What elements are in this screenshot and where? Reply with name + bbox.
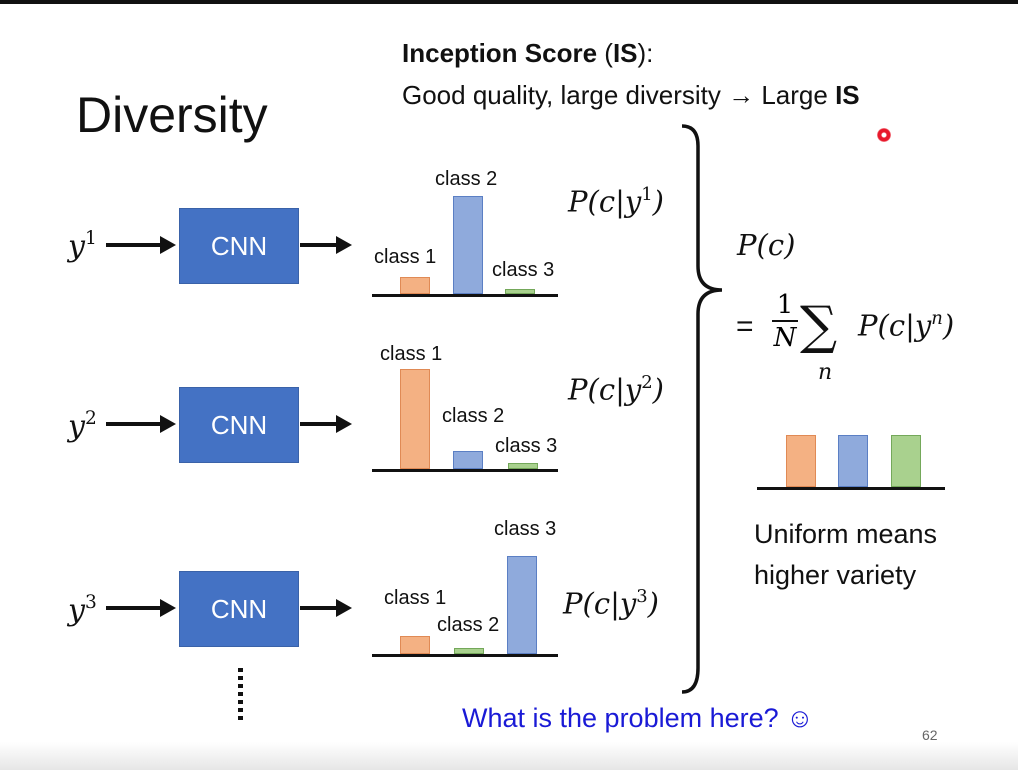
chart2-axis bbox=[372, 469, 558, 472]
dist-label-3: P(c|y3) bbox=[563, 586, 659, 621]
laser-pointer-dot bbox=[877, 128, 891, 142]
sum-term: P(c|yn) bbox=[858, 308, 955, 343]
chart3-bar-class1 bbox=[400, 636, 430, 654]
uniform-caption-line1: Uniform means bbox=[754, 519, 938, 549]
dist-label-1: P(c|y1) bbox=[568, 184, 664, 219]
chart3-bar-class2 bbox=[454, 648, 484, 654]
uniform-axis bbox=[757, 487, 945, 490]
cnn-block-2: CNN bbox=[179, 387, 299, 463]
uniform-caption-line2: higher variety bbox=[754, 560, 917, 590]
input-y3: y3 bbox=[68, 592, 97, 629]
page-number: 62 bbox=[922, 727, 938, 743]
more-inputs-ellipsis bbox=[238, 668, 243, 720]
chart1-label-class3: class 3 bbox=[492, 259, 555, 281]
chart3-axis bbox=[372, 654, 558, 657]
heading-paren: ( bbox=[597, 38, 613, 68]
cnn-block-1: CNN bbox=[179, 208, 299, 284]
uniform-bar-class2 bbox=[838, 435, 868, 487]
dist-label-2: P(c|y2) bbox=[568, 372, 664, 407]
chart2-bar-class3 bbox=[508, 463, 538, 469]
fraction-line bbox=[772, 320, 798, 322]
input-y2: y2 bbox=[68, 408, 97, 445]
subheading-bold: IS bbox=[835, 80, 860, 110]
chart1-bar-class3 bbox=[505, 289, 535, 294]
chart2-label-class1: class 1 bbox=[380, 343, 443, 365]
input-arrow-1 bbox=[106, 236, 176, 254]
chart1-label-class1: class 1 bbox=[374, 246, 437, 268]
output-arrow-2 bbox=[300, 415, 352, 433]
chart2-label-class2: class 2 bbox=[442, 405, 505, 427]
cnn-block-3: CNN bbox=[179, 571, 299, 647]
chart3-label-class3: class 3 bbox=[494, 518, 557, 540]
chart1-bar-class1 bbox=[400, 277, 430, 294]
curly-brace bbox=[681, 124, 723, 694]
inception-score-heading: Inception Score (IS): bbox=[402, 38, 653, 69]
chart2-bar-class2 bbox=[453, 451, 483, 469]
pc-equals: = bbox=[736, 310, 754, 343]
inception-score-subheading: Good quality, large diversity → Large IS bbox=[402, 80, 860, 111]
chart3-label-class1: class 1 bbox=[384, 587, 447, 609]
sum-index: n bbox=[818, 360, 833, 385]
heading-end: ): bbox=[637, 38, 654, 68]
chart3-bar-class3 bbox=[507, 556, 537, 654]
uniform-bar-class3 bbox=[891, 435, 921, 487]
top-edge bbox=[0, 0, 1018, 4]
output-arrow-3 bbox=[300, 599, 352, 617]
fraction-numerator: 1 bbox=[776, 290, 794, 320]
heading-bold: Inception Score bbox=[402, 38, 598, 68]
input-y1: y1 bbox=[68, 228, 97, 265]
slide-title: Diversity bbox=[76, 87, 268, 143]
chart3-label-class2: class 2 bbox=[437, 614, 500, 636]
chart1-axis bbox=[372, 294, 558, 297]
input-arrow-2 bbox=[106, 415, 176, 433]
heading-bold-is: IS bbox=[612, 38, 638, 68]
bottom-edge bbox=[0, 742, 1018, 770]
pc-fraction: 1 N bbox=[772, 290, 798, 354]
chart1-bar-class2 bbox=[453, 196, 483, 294]
uniform-bar-class1 bbox=[786, 435, 816, 487]
output-arrow-1 bbox=[300, 236, 352, 254]
pc-label: P(c) bbox=[737, 228, 796, 262]
question-text: What is the problem here? ☺ bbox=[462, 703, 814, 733]
input-arrow-3 bbox=[106, 599, 176, 617]
sum-symbol: ∑ bbox=[800, 296, 838, 356]
brace-path bbox=[681, 124, 723, 694]
chart2-bar-class1 bbox=[400, 369, 430, 469]
subheading-text: Good quality, large diversity → Large bbox=[402, 80, 836, 110]
chart1-label-class2: class 2 bbox=[435, 168, 498, 190]
fraction-denominator: N bbox=[773, 323, 797, 353]
chart2-label-class3: class 3 bbox=[495, 435, 558, 457]
